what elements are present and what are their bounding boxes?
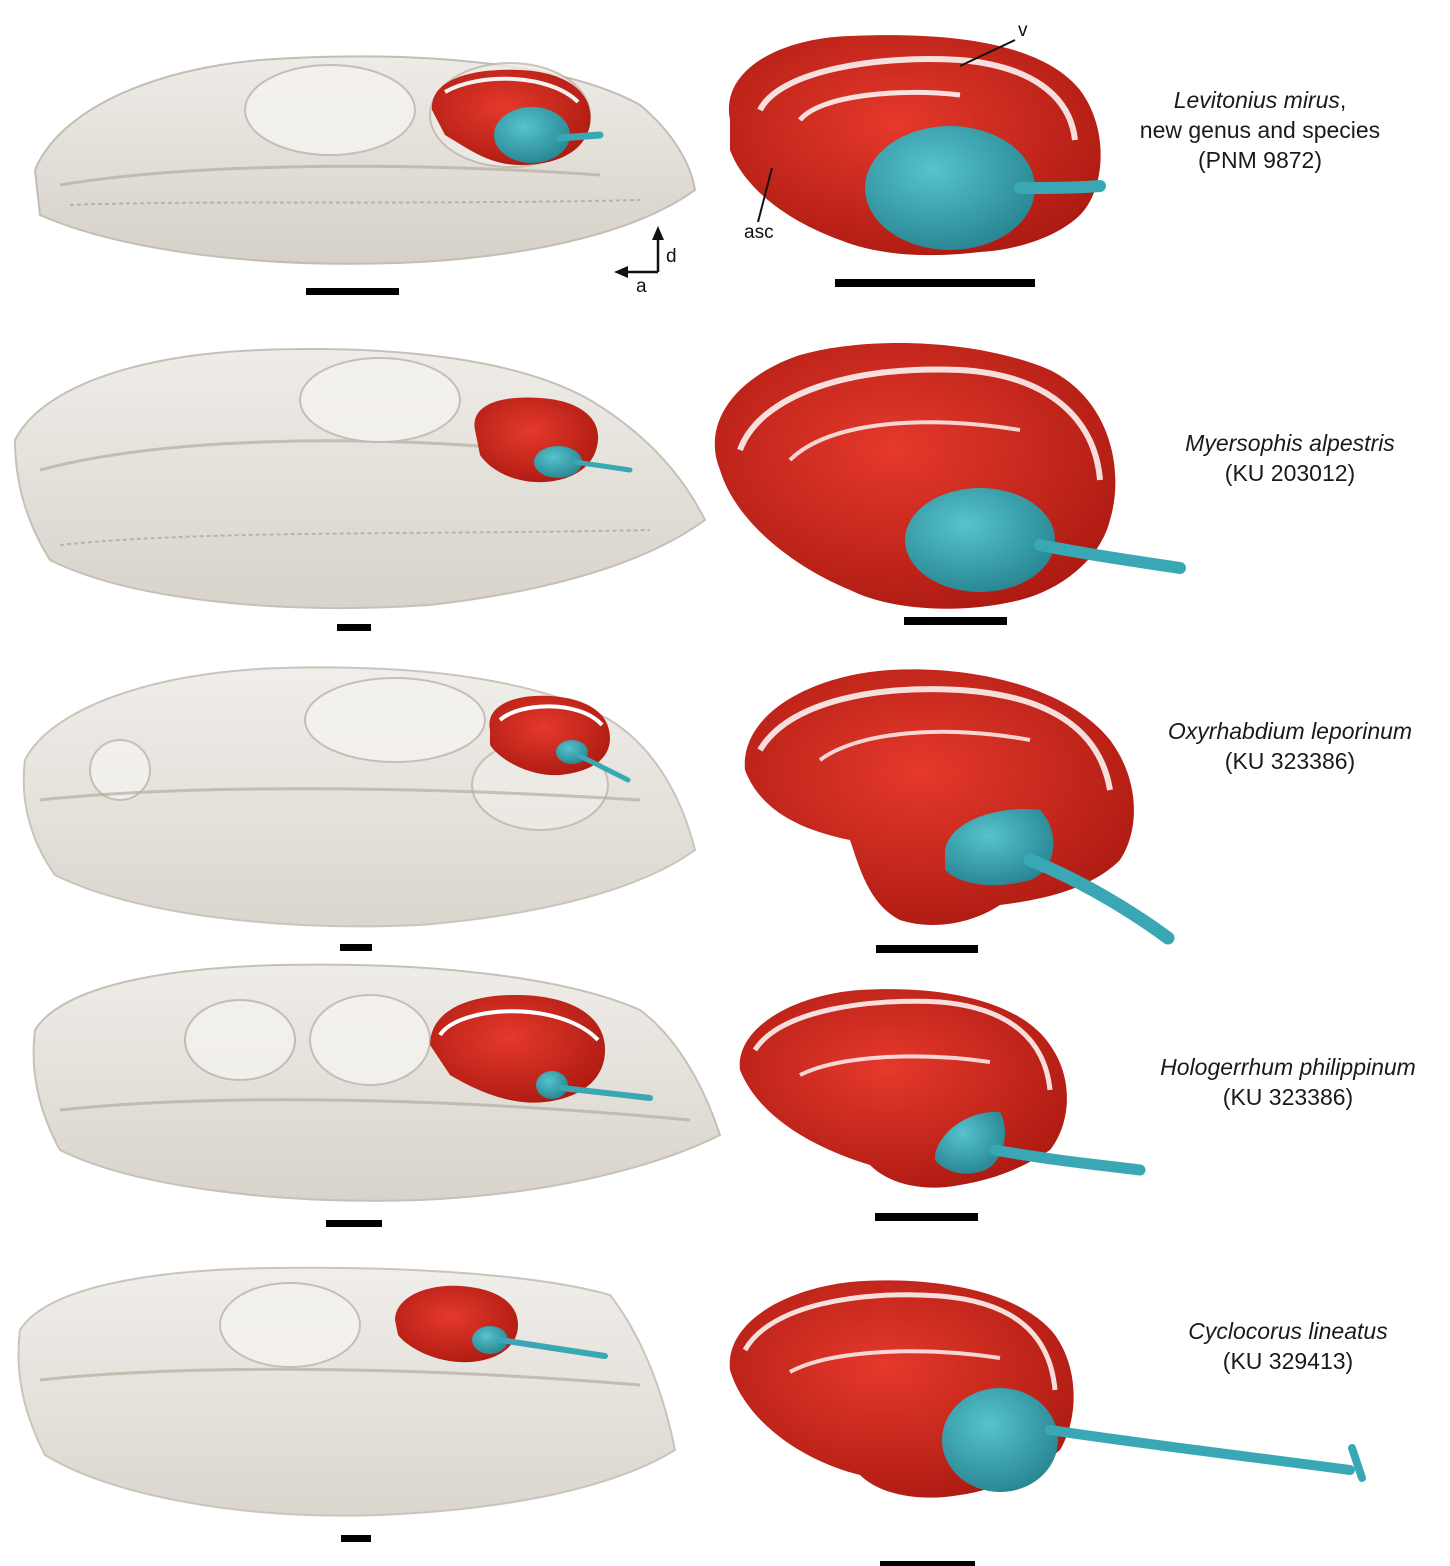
- row-5-scale-bar-right: [880, 1561, 975, 1566]
- row-4-inner-ear-small: [430, 994, 653, 1103]
- specimen-1-suffix: ,: [1339, 87, 1347, 113]
- row-1-scale-bar-left: [306, 288, 399, 295]
- specimen-1-name: Levitonius mirus: [1173, 87, 1340, 113]
- row-4-scale-bar-right: [875, 1213, 978, 1221]
- row-3-scale-bar-left: [340, 944, 372, 951]
- row-3-inner-ear-small: [489, 695, 631, 783]
- specimen-2-catalog: (KU 203012): [1224, 460, 1356, 486]
- specimen-label-1: Levitonius mirus, new genus and species …: [1100, 85, 1420, 175]
- specimen-5-name: Cyclocorus lineatus: [1188, 1318, 1388, 1344]
- row-4-scale-bar-left: [326, 1220, 382, 1227]
- specimen-5-catalog: (KU 329413): [1222, 1348, 1354, 1374]
- row-2-scale-bar-right: [904, 617, 1007, 625]
- row-2-skull-lateral: [13, 348, 707, 609]
- specimen-3-name: Oxyrhabdium leporinum: [1167, 718, 1413, 744]
- asc-leader-line: [757, 167, 773, 223]
- row-2-inner-ear-small: [474, 397, 633, 483]
- v-leader-line: [959, 39, 1016, 67]
- row-5-inner-ear-small: [395, 1285, 608, 1363]
- specimen-3-catalog: (KU 323386): [1224, 748, 1356, 774]
- row-1-inner-ear-large: [728, 35, 1106, 256]
- annotation-v: v: [1018, 20, 1028, 41]
- orientation-arrows: [614, 226, 664, 278]
- row-4-inner-ear-large: [739, 989, 1146, 1188]
- specimen-4-catalog: (KU 323386): [1222, 1084, 1354, 1110]
- row-5-skull-lateral: [17, 1266, 677, 1517]
- row-2-inner-ear-large: [714, 343, 1186, 609]
- row-5-inner-ear-large: [729, 1280, 1366, 1498]
- orientation-label-dorsal: d: [666, 246, 677, 267]
- row-1-skull-lateral: [33, 55, 697, 265]
- orientation-label-anterior: a: [636, 276, 647, 297]
- row-3-scale-bar-right: [876, 945, 978, 953]
- specimen-2-name: Myersophis alpestris: [1185, 430, 1395, 456]
- specimen-label-3: Oxyrhabdium leporinum (KU 323386): [1130, 716, 1450, 776]
- specimen-1-line2: new genus and species: [1139, 117, 1381, 143]
- row-1-scale-bar-right: [835, 279, 1035, 287]
- row-2-scale-bar-left: [337, 624, 371, 631]
- specimen-label-4: Hologerrhum philippinum (KU 323386): [1128, 1052, 1448, 1112]
- specimen-label-2: Myersophis alpestris (KU 203012): [1130, 428, 1450, 488]
- row-5-scale-bar-left: [341, 1535, 371, 1542]
- row-1-inner-ear-small: [431, 69, 604, 165]
- annotation-asc: asc: [744, 222, 774, 243]
- specimen-label-5: Cyclocorus lineatus (KU 329413): [1128, 1316, 1448, 1376]
- row-4-skull-lateral: [32, 963, 722, 1202]
- row-3-inner-ear-large: [744, 669, 1175, 945]
- specimen-1-catalog: (PNM 9872): [1198, 147, 1322, 173]
- specimen-4-name: Hologerrhum philippinum: [1160, 1054, 1416, 1080]
- row-3-skull-lateral: [22, 666, 697, 928]
